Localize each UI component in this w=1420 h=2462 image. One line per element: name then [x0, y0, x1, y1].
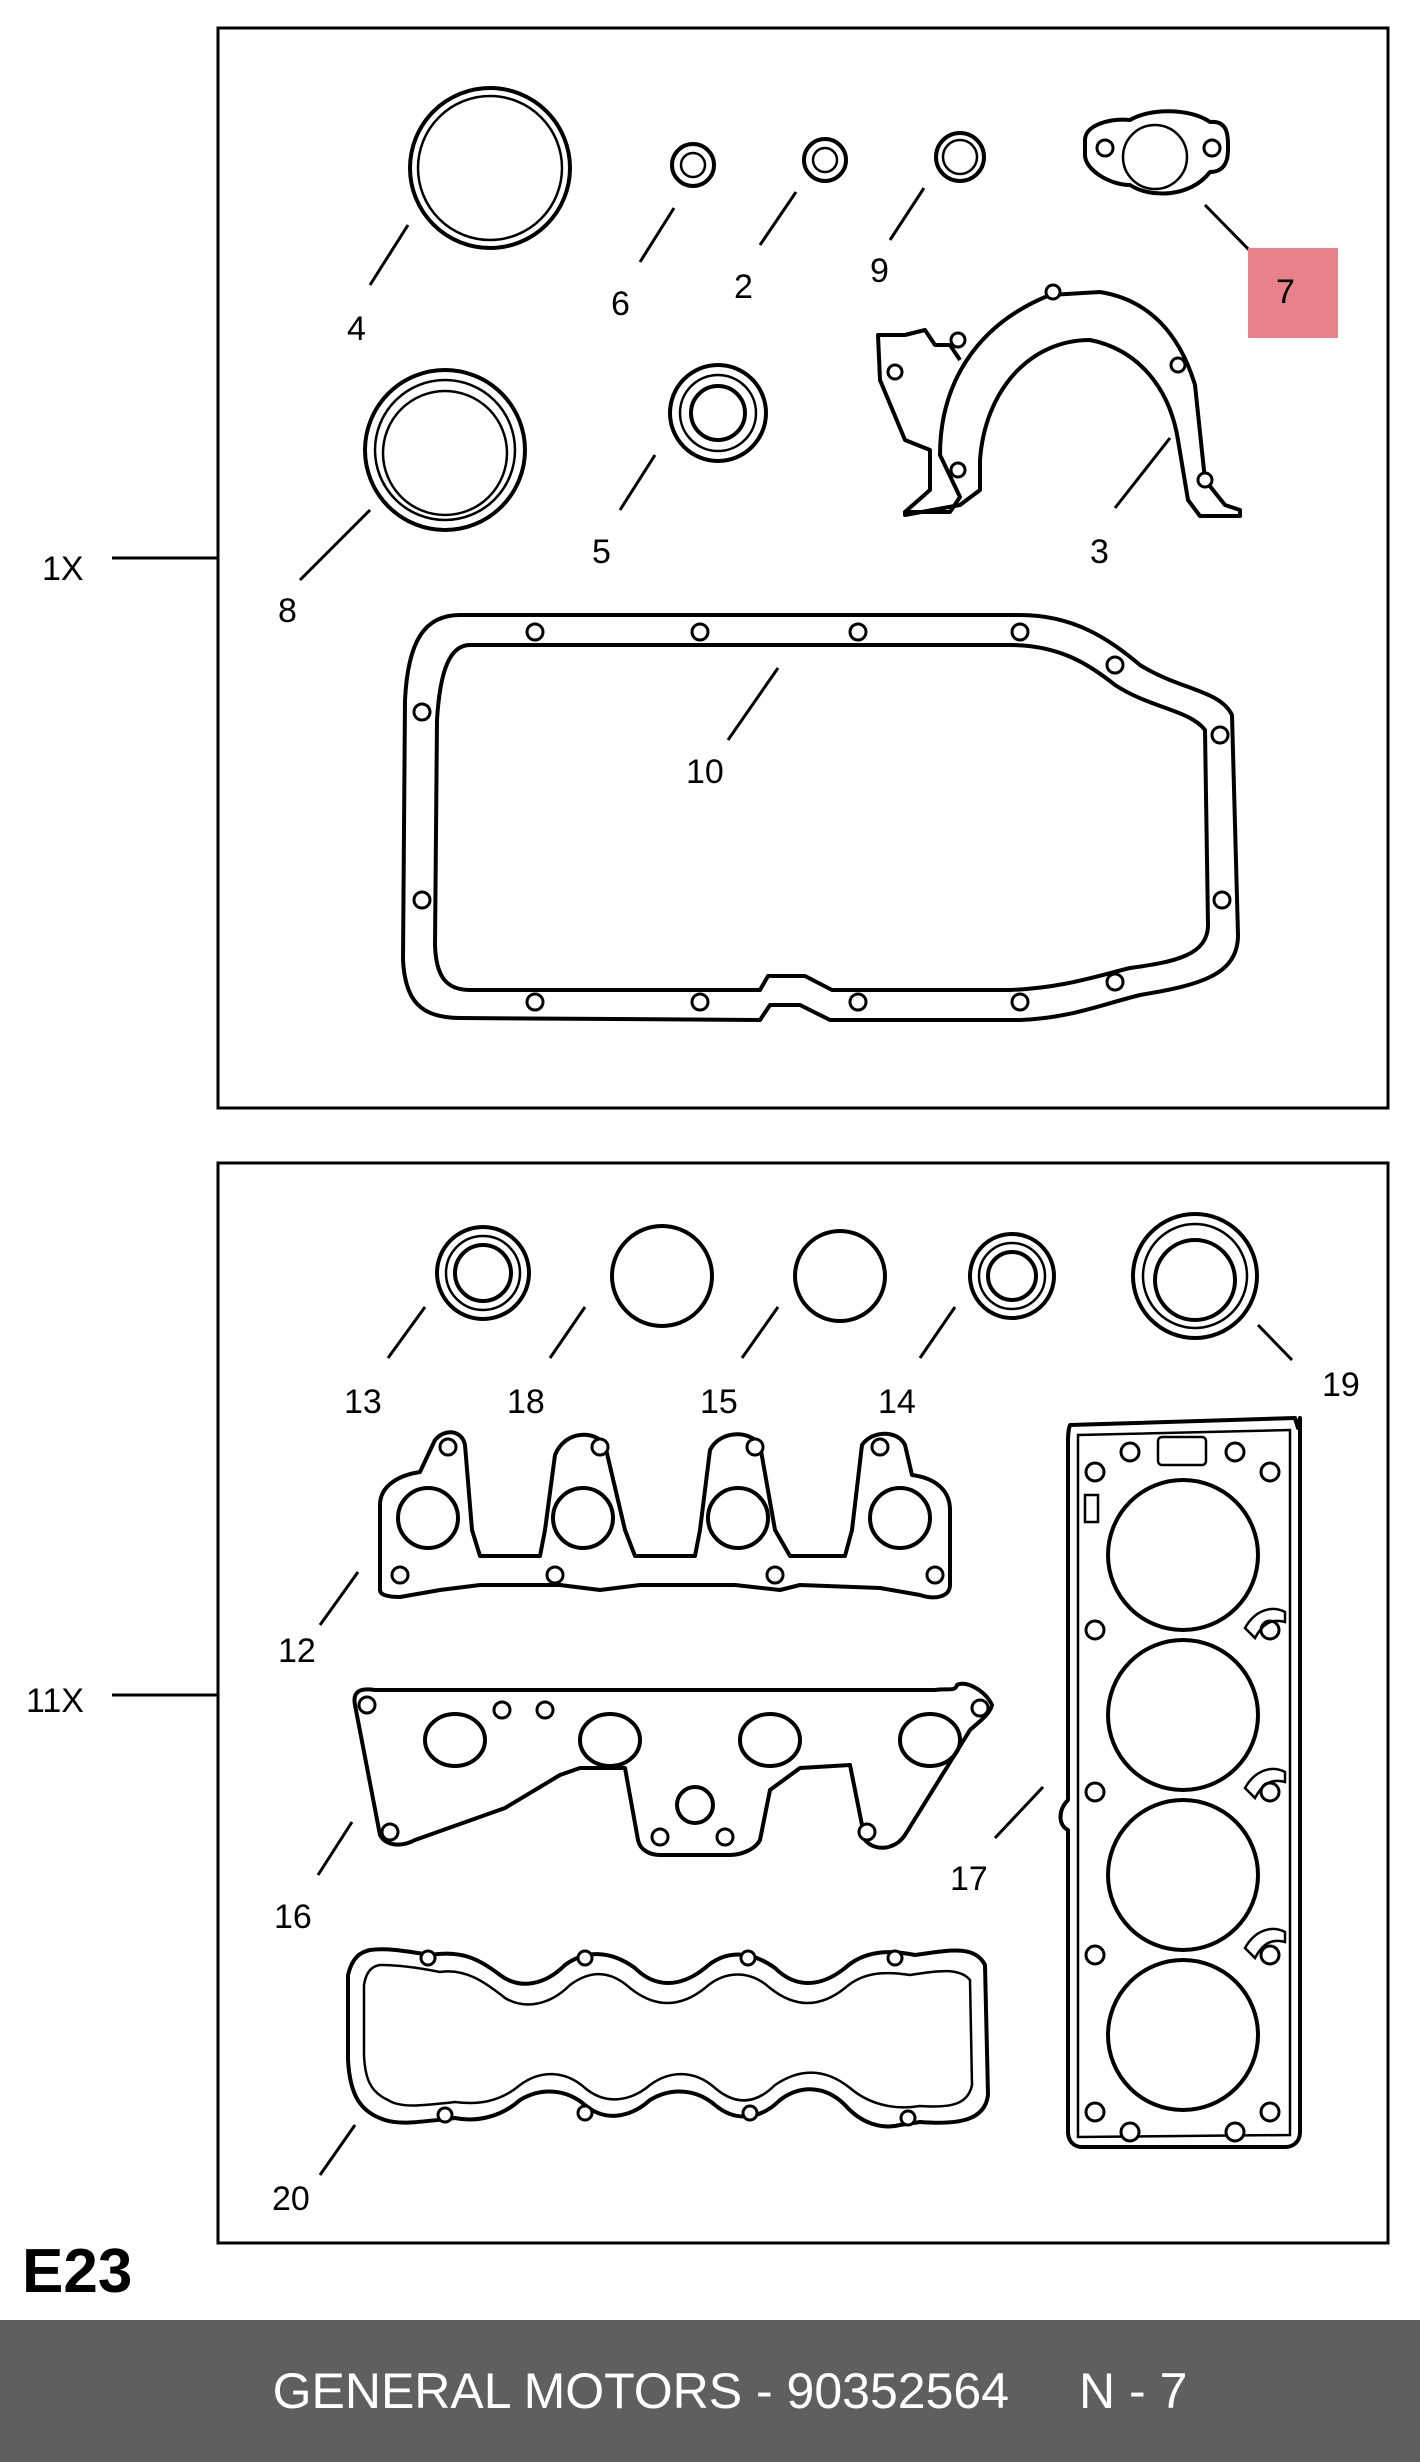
part-5-shaft-seal [668, 363, 768, 463]
callout-4: 4 [347, 310, 366, 348]
part-18-o-ring [610, 1224, 714, 1328]
page-code: E23 [22, 2237, 132, 2306]
footer-brand-part-number: GENERAL MOTORS - 90352564 [272, 2363, 1010, 2419]
part-12-exhaust-manifold-gasket [378, 1430, 952, 1600]
lower-kit-frame [216, 1161, 1390, 2245]
callout-2: 2 [734, 268, 753, 306]
part-4-o-ring [408, 86, 572, 250]
part-20-valve-cover-gasket [346, 1947, 990, 2129]
callout-12: 12 [278, 1632, 316, 1670]
part-7-flange-gasket [1083, 109, 1231, 196]
part-9-ring [934, 131, 986, 183]
callout-19: 19 [1322, 1366, 1360, 1404]
callout-15: 15 [700, 1383, 738, 1421]
part-6-seal [670, 142, 716, 188]
part-17-cylinder-head-gasket [1058, 1416, 1302, 2149]
part-14-seal [968, 1232, 1056, 1320]
callout-14: 14 [878, 1383, 916, 1421]
upper-kit-frame [216, 26, 1390, 1110]
part-19-seal [1131, 1212, 1259, 1340]
callout-16: 16 [274, 1898, 312, 1936]
callout-9: 9 [870, 252, 889, 290]
part-2-seal [802, 137, 848, 183]
upper-kit-label: 1X [42, 550, 84, 588]
callout-5: 5 [592, 533, 611, 571]
callout-13: 13 [344, 1383, 382, 1421]
part-13-seal [435, 1225, 531, 1321]
part-16-intake-manifold-gasket [352, 1681, 994, 1857]
part-15-o-ring [793, 1229, 887, 1323]
part-3-timing-cover-gasket [876, 283, 1242, 518]
callout-7: 7 [1276, 273, 1295, 311]
callout-3: 3 [1090, 533, 1109, 571]
part-10-oil-pan-gasket [401, 613, 1240, 1022]
gasket-kit-diagram: 1X 4 6 2 9 7 8 [22, 26, 1390, 2306]
lower-kit-label: 11X [26, 1682, 84, 1720]
part-8-seal-ring [363, 368, 527, 532]
callout-18: 18 [507, 1383, 545, 1421]
footer-bar: GENERAL MOTORS - 90352564 N - 7 [0, 2320, 1420, 2462]
callout-20: 20 [272, 2180, 310, 2218]
callout-10: 10 [686, 753, 724, 791]
footer-page-number: N - 7 [1079, 2363, 1188, 2419]
callout-17: 17 [950, 1860, 988, 1898]
callout-6: 6 [611, 285, 630, 323]
highlight-box [1248, 248, 1338, 338]
callout-8: 8 [278, 592, 297, 630]
